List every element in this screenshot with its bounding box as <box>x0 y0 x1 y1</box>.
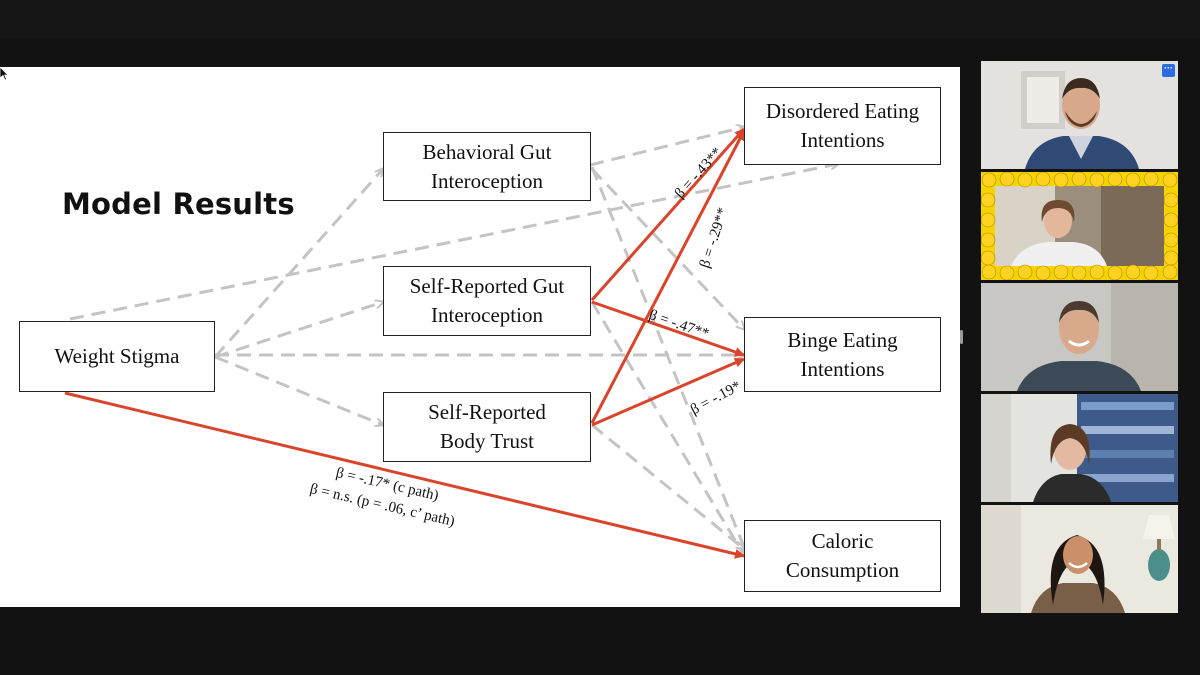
ns-path-stigma-selfgut <box>214 302 383 359</box>
meeting-bottom-bar <box>0 640 1200 675</box>
ns-path-behavioral-binge <box>590 167 744 329</box>
participant-3-video <box>981 283 1178 391</box>
slide-title: Model Results <box>62 187 295 221</box>
ns-path-behavioral-caloric <box>590 166 744 547</box>
participant-video-tile[interactable] <box>981 283 1178 391</box>
node-binge-eating-intentions: Binge Eating Intentions <box>744 317 941 392</box>
node-behavioral-gut-interoception: Behavioral Gut Interoception <box>383 132 591 201</box>
participant-5-video <box>981 505 1178 613</box>
node-self-reported-body-trust: Self-Reported Body Trust <box>383 392 591 462</box>
sig-path-trust-disordered <box>590 130 746 424</box>
node-disordered-eating-intentions: Disordered Eating Intentions <box>744 87 941 165</box>
participant-video-gallery: ··· <box>981 61 1179 616</box>
node-weight-stigma: Weight Stigma <box>19 321 215 392</box>
ellipsis-icon[interactable]: ··· <box>1162 64 1175 77</box>
shared-slide: Model Results Weight Stigma Behavioral G… <box>0 67 960 607</box>
participant-video-tile[interactable]: ··· <box>981 61 1178 169</box>
participant-2-video <box>981 172 1178 280</box>
participant-video-tile[interactable] <box>981 505 1178 613</box>
sig-path-selfgut-binge <box>591 300 745 357</box>
path-diagram-arrows <box>64 67 960 559</box>
node-self-reported-gut-interoception: Self-Reported Gut Interoception <box>383 266 591 336</box>
participant-1-video <box>981 61 1178 169</box>
participant-video-tile[interactable] <box>981 172 1178 280</box>
ns-path-stigma-trust <box>214 355 383 425</box>
participant-video-tile[interactable] <box>981 394 1178 502</box>
ns-path-behavioral-disordered <box>589 127 744 167</box>
split-view-resize-handle[interactable] <box>960 330 963 344</box>
sig-path-trust-binge <box>591 357 745 427</box>
node-caloric-consumption: Caloric Consumption <box>744 520 941 592</box>
emoji-frame-decoration <box>981 172 1178 280</box>
ns-path-selfgut-caloric <box>590 301 744 555</box>
mouse-cursor-icon <box>0 67 9 81</box>
sig-path-stigma-caloric <box>64 391 745 559</box>
ns-path-trust-caloric <box>591 423 744 549</box>
meeting-top-bar <box>0 0 1200 38</box>
sig-path-selfgut-disordered <box>590 128 746 301</box>
ns-path-stigma-behavioral <box>213 169 383 358</box>
participant-4-video <box>981 394 1178 502</box>
